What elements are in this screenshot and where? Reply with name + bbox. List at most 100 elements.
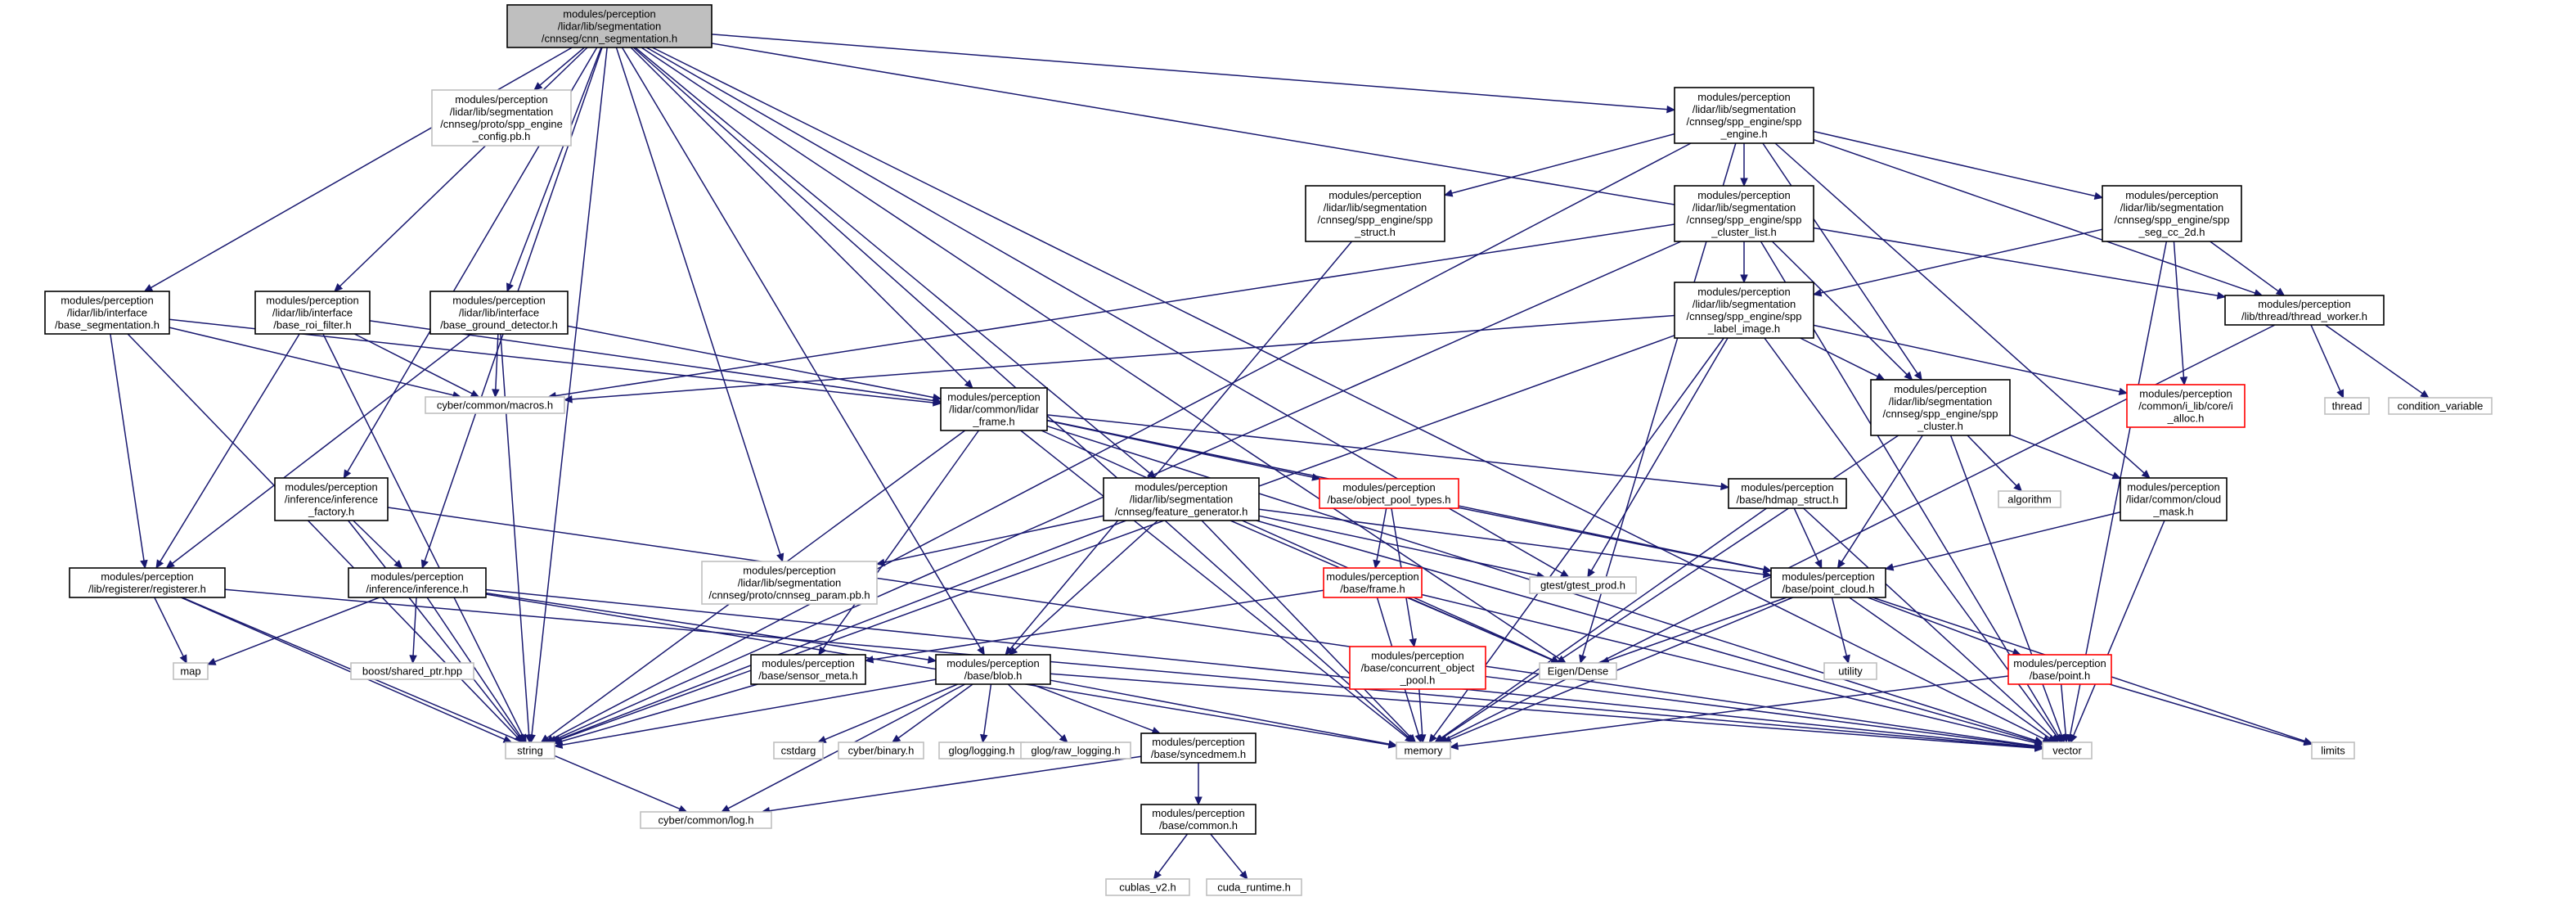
- node-label-line: modules/perception: [1782, 570, 1874, 583]
- node-label-line: /lidar/lib/interface: [459, 307, 539, 319]
- edge-concurrent_object_pool-to-memory: [1418, 688, 1427, 744]
- node-base-frame[interactable]: modules/perception/base/frame.h: [1323, 567, 1423, 598]
- node-label-line: _seg_cc_2d.h: [2138, 226, 2205, 238]
- node-label-line: _label_image.h: [1707, 322, 1780, 335]
- node-base-roi-filter[interactable]: modules/perception/lidar/lib/interface/b…: [254, 291, 371, 335]
- node-label-line: /base_segmentation.h: [55, 319, 160, 331]
- edge-base_ground_detector-to-lidar_frame: [567, 325, 942, 402]
- edge-lidar_frame-to-hdmap_struct: [1046, 414, 1730, 491]
- edge-line: [387, 507, 2036, 747]
- edge-base_ground_detector-to-registerer: [165, 333, 472, 569]
- node-base-segmentation[interactable]: modules/perception/lidar/lib/interface/b…: [44, 291, 170, 335]
- arrowhead-icon: [2216, 291, 2227, 300]
- edge-line: [872, 589, 1324, 660]
- arrowhead-icon: [2047, 734, 2057, 743]
- node-point[interactable]: modules/perception/base/point.h: [2007, 654, 2112, 685]
- node-base-ground-detector[interactable]: modules/perception/lidar/lib/interface/b…: [429, 291, 569, 335]
- edge-line: [567, 325, 934, 399]
- node-root[interactable]: modules/perception/lidar/lib/segmentatio…: [506, 4, 713, 48]
- node-label-line: /base_ground_detector.h: [440, 319, 558, 331]
- node-box: [1998, 490, 2061, 508]
- node-label-line: /lidar/lib/segmentation: [1693, 103, 1796, 115]
- arrowhead-icon: [2303, 738, 2313, 746]
- node-thread: thread: [2324, 397, 2370, 415]
- node-feature-generator[interactable]: modules/perception/lidar/lib/segmentatio…: [1103, 477, 1260, 521]
- edge-root-to-lidar_frame: [630, 47, 973, 389]
- node-spp-seg-cc-2d[interactable]: modules/perception/lidar/lib/segmentatio…: [2102, 185, 2242, 242]
- edge-point-to-vector: [2060, 683, 2070, 744]
- edge-line: [1256, 520, 2036, 742]
- arrowhead-icon: [1409, 638, 1417, 648]
- edge-line: [825, 683, 959, 741]
- node-macros: cyber/common/macros.h: [425, 396, 565, 414]
- node-box: [431, 89, 572, 146]
- edge-root-to-blob: [621, 47, 985, 656]
- node-spp-cluster-list[interactable]: modules/perception/lidar/lib/segmentatio…: [1674, 185, 1814, 242]
- edge-line: [1020, 430, 1408, 738]
- node-label-line: /cnnseg/spp_engine/spp: [1687, 214, 1802, 226]
- node-cublas: cublas_v2.h: [1105, 878, 1190, 896]
- edge-point_cloud-to-eigen_dense: [1600, 597, 1787, 665]
- node-label-line: _cluster_list.h: [1711, 226, 1776, 238]
- node-spp-engine[interactable]: modules/perception/lidar/lib/segmentatio…: [1674, 87, 1814, 144]
- node-point-cloud[interactable]: modules/perception/base/point_cloud.h: [1770, 567, 1886, 598]
- node-registerer[interactable]: modules/perception/lib/registerer/regist…: [69, 567, 226, 598]
- node-label-line: modules/perception: [61, 295, 153, 307]
- arrowhead-icon: [206, 657, 217, 665]
- edge-feature_generator-to-blob: [1008, 520, 1158, 656]
- node-label-line: modules/perception: [455, 93, 547, 106]
- node-label-line: limits: [2321, 745, 2345, 757]
- node-hdmap-struct[interactable]: modules/perception/base/hdmap_struct.h: [1728, 478, 1847, 509]
- edge-line: [1258, 508, 1765, 575]
- node-i-alloc[interactable]: modules/perception/common/i_lib/core/i_a…: [2126, 384, 2246, 428]
- edge-spp_cluster-to-point_cloud: [1836, 435, 1923, 570]
- arrowhead-icon: [1153, 870, 1162, 880]
- arrowhead-icon: [1005, 646, 1014, 656]
- node-concurrent-object-pool[interactable]: modules/perception/base/concurrent_objec…: [1349, 646, 1486, 690]
- node-label-line: glog/logging.h: [949, 745, 1015, 757]
- node-cloud-mask[interactable]: modules/perception/lidar/common/cloud_ma…: [2120, 477, 2228, 521]
- node-inference-factory[interactable]: modules/perception/inference/inference_f…: [274, 477, 389, 521]
- arrowhead-icon: [517, 733, 525, 744]
- node-spp-cluster[interactable]: modules/perception/lidar/lib/segmentatio…: [1870, 379, 2011, 436]
- node-box: [348, 567, 487, 598]
- node-label-line: /cnnseg/spp_engine/spp: [1318, 214, 1433, 226]
- node-syncedmem[interactable]: modules/perception/base/syncedmem.h: [1140, 732, 1257, 764]
- edge-line: [1820, 228, 2103, 294]
- node-label-line: modules/perception: [762, 657, 854, 669]
- edge-spp_cluster_list-to-spp_cluster: [1771, 241, 1913, 381]
- node-sensor-meta[interactable]: modules/perception/base/sensor_meta.h: [750, 654, 866, 685]
- node-object-pool-types[interactable]: modules/perception/base/object_pool_type…: [1319, 478, 1459, 509]
- edge-blob-to-cstdarg: [816, 683, 959, 743]
- arrowhead-icon: [2420, 390, 2430, 399]
- edge-feature_generator-to-cnnseg_param: [875, 515, 1104, 566]
- node-box: [2224, 295, 2385, 326]
- node-label-line: algorithm: [2007, 494, 2051, 506]
- node-thread-worker[interactable]: modules/perception/lib/thread/thread_wor…: [2224, 295, 2385, 326]
- node-label-line: /lidar/lib/segmentation: [2120, 201, 2223, 214]
- node-box: [1728, 478, 1847, 509]
- edge-inference_factory-to-vector: [387, 507, 2044, 750]
- edge-line: [151, 47, 573, 289]
- node-label-line: cyber/common/log.h: [658, 814, 753, 827]
- arrowhead-icon: [864, 656, 874, 664]
- node-spp-label-image[interactable]: modules/perception/lidar/lib/segmentatio…: [1674, 282, 1814, 339]
- edge-line: [531, 47, 608, 736]
- edge-line: [2173, 241, 2185, 378]
- node-inference[interactable]: modules/perception/inference/inference.h: [348, 567, 487, 598]
- node-box: [425, 396, 565, 414]
- node-base-common[interactable]: modules/perception/base/common.h: [1140, 804, 1257, 835]
- edge-root-to-cnnseg_param: [615, 47, 784, 563]
- arrowhead-icon: [143, 284, 154, 292]
- edge-line: [634, 47, 1151, 474]
- arrowhead-icon: [2275, 287, 2286, 296]
- arrowhead-icon: [1666, 105, 1676, 114]
- node-label-line: thread: [2332, 400, 2362, 412]
- node-box: [1674, 282, 1814, 339]
- node-spp-struct[interactable]: modules/perception/lidar/lib/segmentatio…: [1305, 185, 1445, 242]
- edge-spp_label_image-to-spp_cluster: [1800, 337, 1886, 381]
- edge-root-to-spp_engine: [711, 34, 1676, 114]
- node-lidar-frame[interactable]: modules/perception/lidar/common/lidar_fr…: [940, 387, 1048, 431]
- node-label-line: /cnnseg/spp_engine/spp: [1687, 115, 1802, 128]
- node-blob[interactable]: modules/perception/base/blob.h: [935, 654, 1051, 685]
